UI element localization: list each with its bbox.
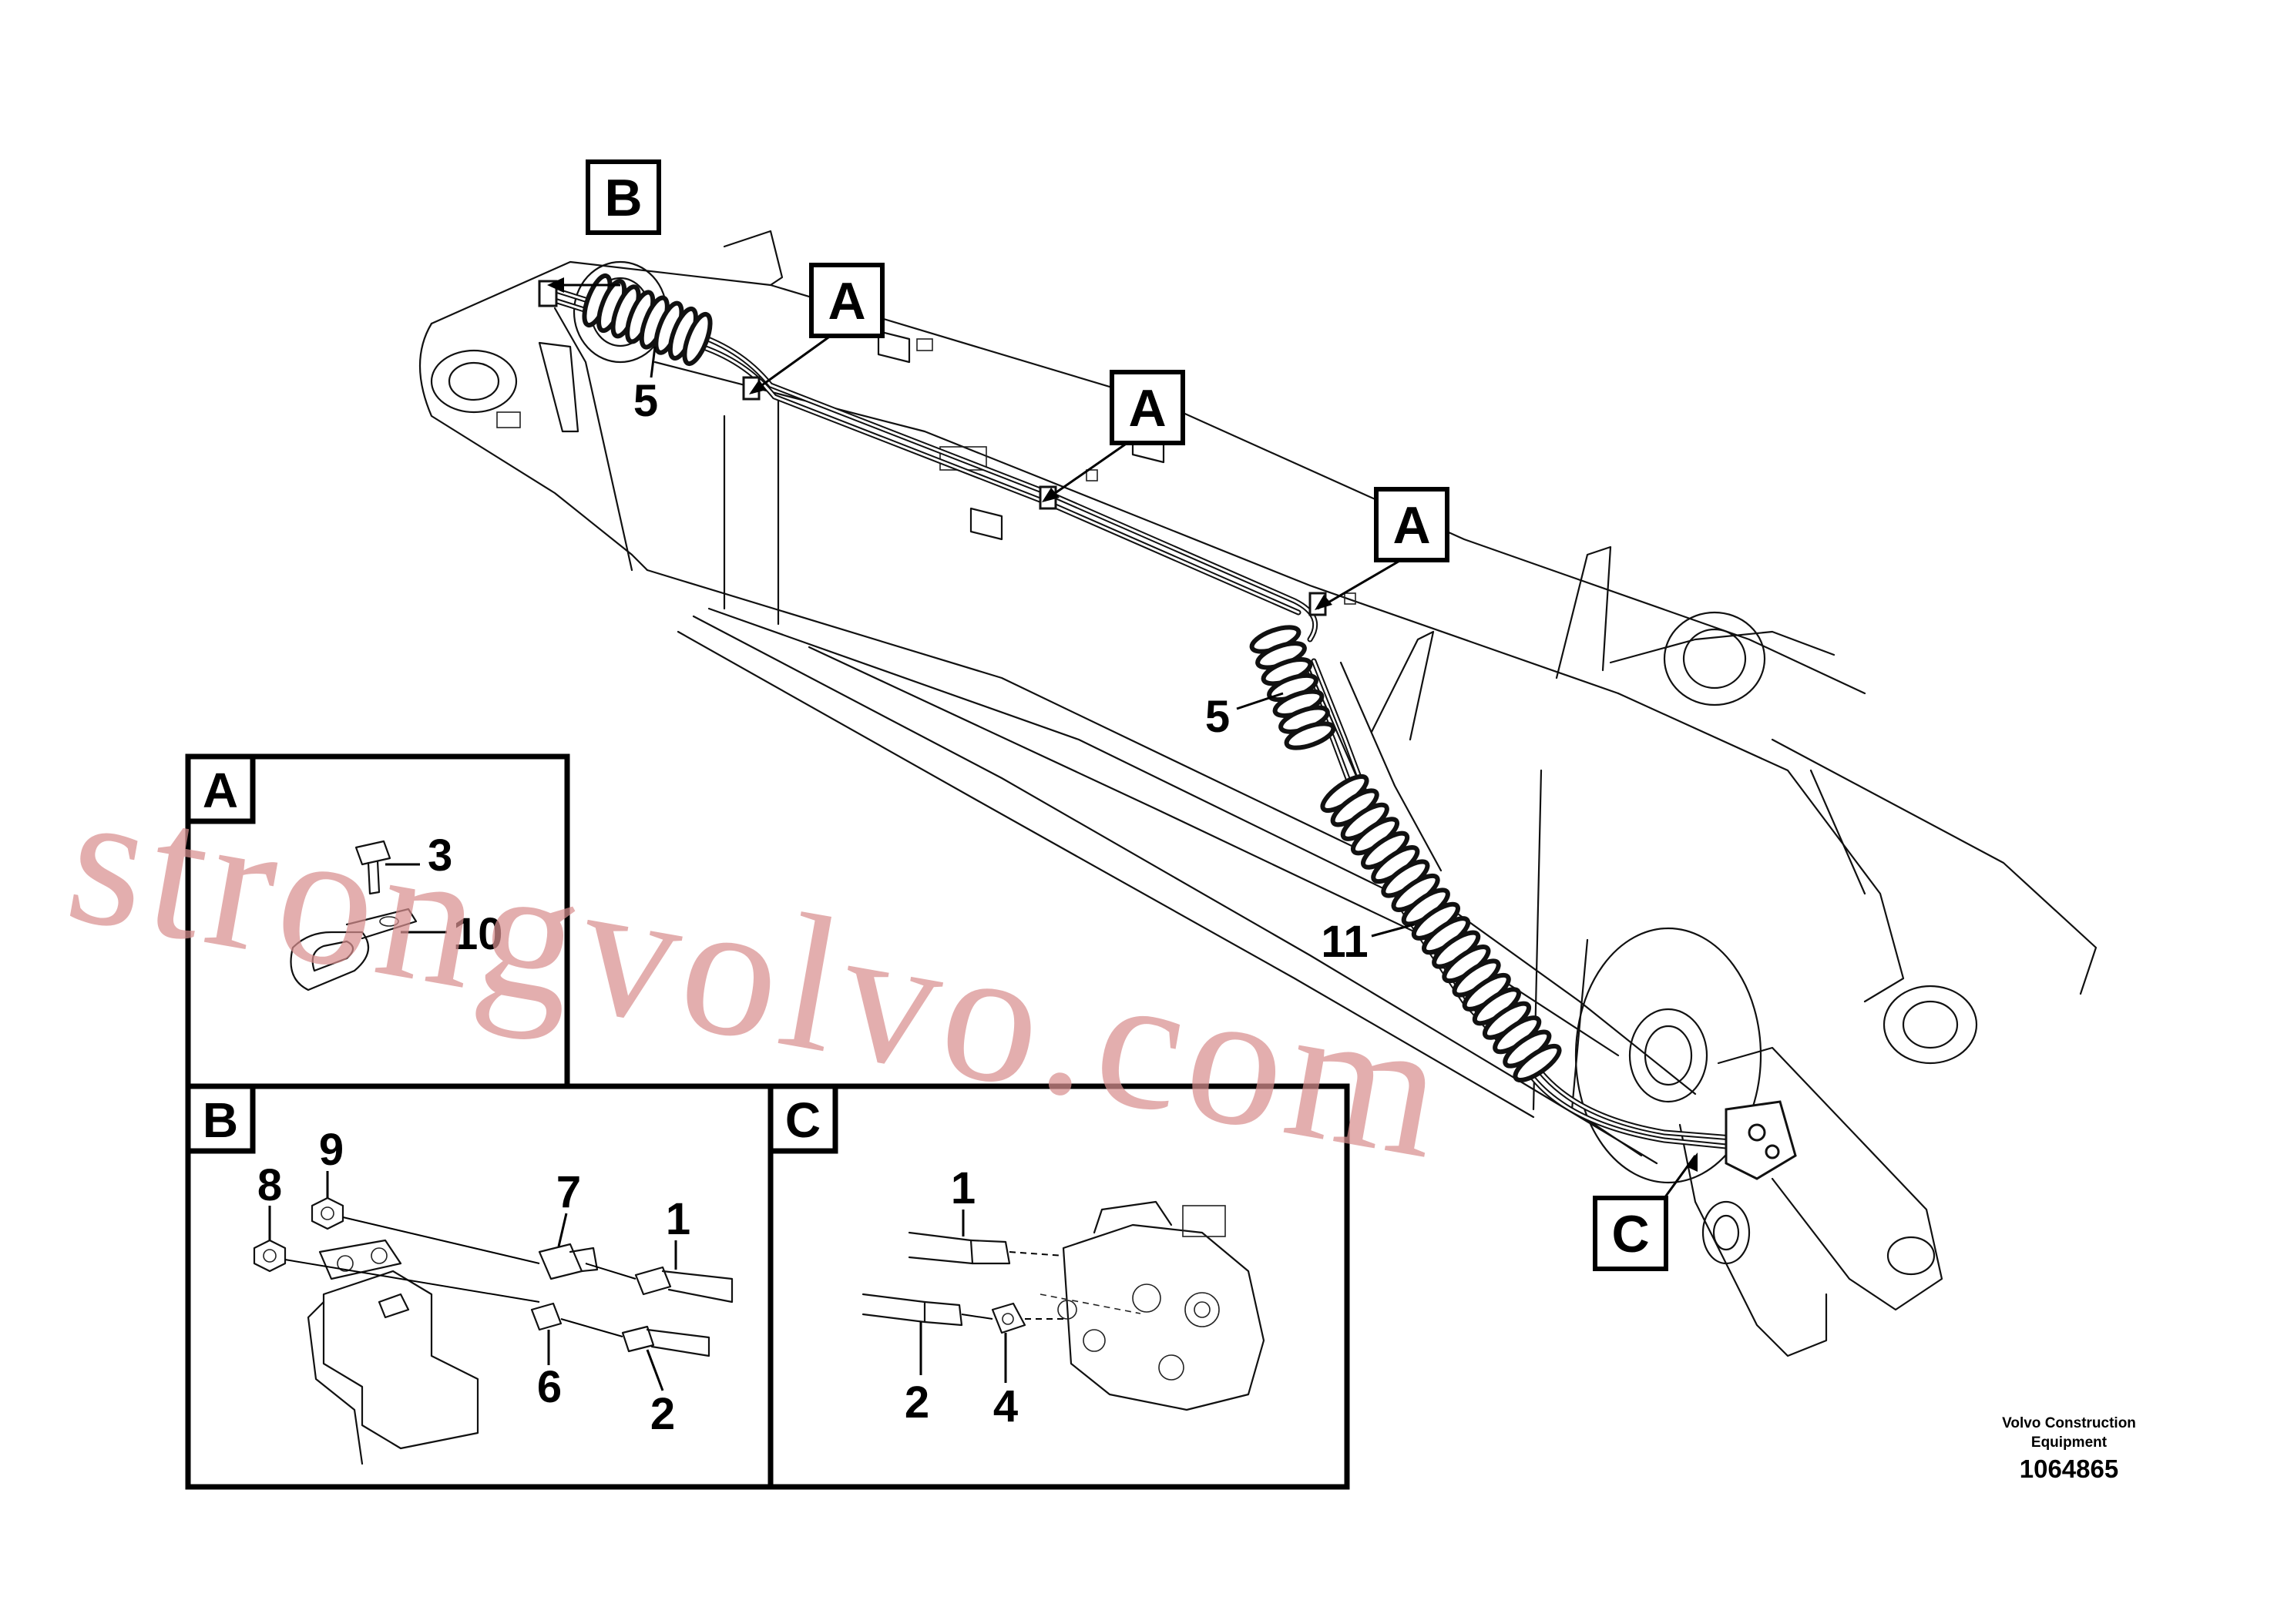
callout-letter: B	[604, 169, 642, 227]
detail-b-label-7: 7	[556, 1167, 581, 1217]
detail-a-letter: A	[203, 763, 238, 818]
callout-box-c: C	[1593, 1196, 1668, 1271]
detail-b-label-1: 1	[666, 1194, 690, 1244]
callout-box-a-1: A	[809, 263, 885, 338]
part-number: 1064865	[2020, 1455, 2118, 1483]
hose-clamps	[538, 280, 1797, 1180]
bolt-icon	[354, 840, 391, 895]
hose-clamp-icon	[290, 908, 418, 992]
part-label-11: 11	[1321, 917, 1368, 967]
callout-letter: A	[1392, 496, 1430, 555]
adapter-icon-7	[538, 1243, 599, 1280]
spiral-coil	[682, 311, 713, 367]
callout-box-a-3: A	[1374, 487, 1449, 562]
callout-letter: C	[1611, 1205, 1649, 1263]
credit-line-1: Volvo Construction	[2002, 1415, 2136, 1431]
callout-box-b: B	[586, 159, 661, 235]
detail-b-label-6: 6	[537, 1362, 562, 1412]
detail-c-letter: C	[785, 1092, 821, 1148]
spiral-coil	[1284, 721, 1336, 750]
detail-b-label-9: 9	[319, 1125, 344, 1175]
detail-c-panel: C	[767, 1083, 1350, 1490]
detail-c-label-1: 1	[951, 1163, 976, 1213]
detail-b-letter: B	[203, 1092, 238, 1148]
hose-end-2	[621, 1325, 710, 1357]
adapter-icon-4	[991, 1302, 1026, 1334]
detail-a-label-10: 10	[453, 909, 503, 959]
spiral-guard-top	[582, 273, 713, 367]
detail-c-label-4: 4	[993, 1381, 1018, 1431]
spiral-guard-long	[1320, 773, 1562, 1083]
hose-end-1	[634, 1266, 734, 1304]
callout-letter: A	[828, 272, 865, 331]
bracket-icon	[307, 1239, 479, 1465]
valve-block-icon	[1040, 1200, 1265, 1411]
detail-b-panel: B	[185, 1083, 774, 1490]
detail-a-panel: A 3 10	[185, 753, 570, 1089]
callout-box-a-2: A	[1110, 370, 1185, 445]
detail-a-label-3: 3	[428, 830, 452, 881]
detail-b-label-8: 8	[257, 1160, 282, 1210]
hose-end-2	[862, 1293, 963, 1327]
leader-arrowheads	[547, 277, 1698, 1172]
spiral-coil	[1513, 1043, 1562, 1083]
detail-b-label-2: 2	[650, 1389, 675, 1439]
spiral-guard-mid	[1249, 625, 1336, 750]
adapter-icon-6	[530, 1302, 563, 1331]
part-label-5-mid: 5	[1205, 692, 1230, 742]
detail-c-label-2: 2	[905, 1377, 929, 1428]
credit-line-2: Equipment	[2031, 1434, 2108, 1451]
callout-letter: A	[1128, 379, 1166, 438]
part-label-5-top: 5	[633, 376, 658, 426]
hose-end-1	[908, 1231, 1011, 1265]
